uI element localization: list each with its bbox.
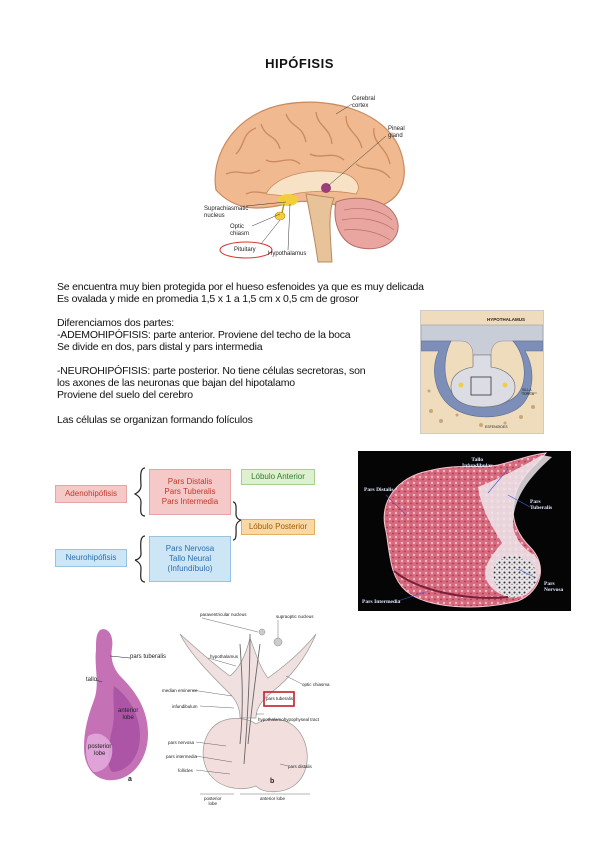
schematic-figure: paraventricular nucleus supraoptic nucle…: [160, 612, 340, 808]
page-title: HIPÓFISIS: [265, 56, 334, 71]
sella-figure: HYPOTHALAMUS SILLA TURCA ESFENOIDES: [420, 310, 544, 434]
lobulo-anterior-box: Lóbulo Anterior: [241, 469, 315, 485]
lobulo-posterior-box: Lóbulo Posterior: [241, 519, 315, 535]
brace-adeno: [133, 467, 146, 517]
brace-neuro: [134, 535, 146, 583]
stained-section-illustration: [84, 629, 148, 781]
adeno-parts-box: Pars Distalis Pars Tuberalis Pars Interm…: [149, 469, 231, 515]
brain-illustration: [214, 101, 405, 263]
bl-label-tallo: tallo: [86, 677, 98, 683]
br-label-tract: hypothalamohypophyseal tract: [258, 717, 320, 722]
br-label-pars-tuberalis: pars tuberalis: [266, 696, 294, 701]
histo-label-pars-distalis: Pars Distalis: [364, 487, 394, 493]
sella-illustration: [421, 311, 543, 433]
br-label-median-eminence: median eminence: [162, 688, 198, 693]
schematic-illustration: [179, 617, 317, 795]
br-label-pars-intermedia: pars intermedia: [166, 754, 198, 759]
br-label-hypothalamus: hypothalamus: [210, 654, 239, 659]
label-hypothalamus: Hypothalamus: [268, 251, 307, 257]
br-label-pars-nervosa: pars nervosa: [168, 740, 195, 745]
neuro-text: -NEUROHIPÓFISIS: parte posterior. No tie…: [57, 365, 366, 401]
adeno-box: Adenohipófisis: [55, 485, 127, 503]
sella-label-silla: SILLA TURCA: [522, 388, 535, 396]
parts-text: Diferenciamos dos partes: -ADEMOHIPÓFISI…: [57, 317, 351, 353]
neuro-box: Neurohipófisis: [55, 549, 127, 567]
neuro-parts-box: Pars Nervosa Tallo Neural (Infundíbulo): [149, 536, 231, 582]
bl-label-a: a: [128, 776, 132, 783]
histo-label-pars-intermedia: Pars Intermedia: [362, 599, 401, 605]
br-label-paraventricular: paraventricular nucleus: [200, 612, 247, 617]
br-label-pars-distalis: pars distalis: [288, 764, 312, 769]
br-label-optic-chiasma: optic chiasma: [302, 682, 330, 687]
cells-text: Las células se organizan formando folícu…: [57, 414, 253, 426]
scheme-braces: [133, 467, 242, 583]
br-label-infundibulum: infundibulum: [172, 704, 198, 709]
pituitary-scheme: Adenohipófisis Pars Distalis Pars Tubera…: [55, 466, 325, 586]
sella-label-hypothalamus: HYPOTHALAMUS: [487, 317, 525, 322]
label-pituitary: Pituitary: [234, 247, 256, 253]
br-label-b: b: [270, 778, 275, 785]
br-label-anterior-lobe: anterior lobe: [260, 796, 286, 801]
bl-label-pars-tuberalis: pars tuberalis: [130, 654, 167, 660]
br-label-follicles: follicles: [178, 768, 193, 773]
sella-label-esfenoides: ESFENOIDES: [485, 425, 508, 429]
histology-illustration: [383, 452, 552, 608]
intro-text: Se encuentra muy bien protegida por el h…: [57, 281, 424, 305]
brace-posterior: [232, 501, 242, 541]
br-label-supraoptic: supraoptic nucleus: [276, 614, 314, 619]
